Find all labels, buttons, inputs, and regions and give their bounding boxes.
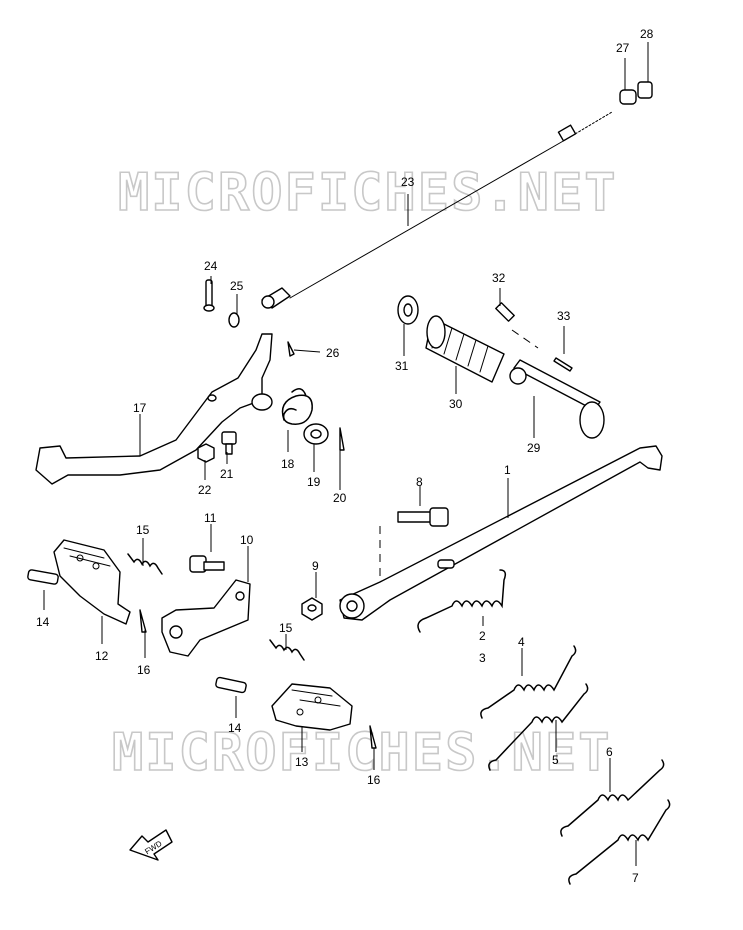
part-bolt-21 <box>221 431 237 455</box>
callout-32: 32 <box>492 271 506 285</box>
part-grip-30 <box>425 315 505 383</box>
callout-22: 22 <box>198 483 212 497</box>
part-washer-19 <box>303 423 329 445</box>
callout-4: 4 <box>518 635 525 649</box>
part-bolt-8 <box>397 507 449 527</box>
callout-15a: 15 <box>136 523 150 537</box>
callout-15b: 15 <box>279 621 293 635</box>
part-nut-9 <box>301 597 323 621</box>
callout-17: 17 <box>133 401 147 415</box>
part-spring-15a <box>127 553 163 575</box>
callout-21: 21 <box>220 467 234 481</box>
part-clip-26 <box>287 341 295 357</box>
part-spring-4 <box>480 645 577 719</box>
part-pin-33 <box>553 357 573 372</box>
callout-25: 25 <box>230 279 244 293</box>
part-footrest-13 <box>271 683 353 731</box>
callout-5: 5 <box>552 753 559 767</box>
part-cotter-20 <box>339 427 345 451</box>
part-spring-15b <box>269 639 305 661</box>
part-washer-31 <box>397 295 419 325</box>
part-footrest-12 <box>53 539 131 625</box>
callout-10: 10 <box>240 533 254 547</box>
callout-1: 1 <box>504 463 511 477</box>
callout-9: 9 <box>312 559 319 573</box>
part-cable-end <box>619 81 653 105</box>
part-bolt-11 <box>189 555 225 573</box>
callout-33: 33 <box>557 309 571 323</box>
callout-16b: 16 <box>367 773 381 787</box>
fwd-arrow-icon: FWD <box>129 829 173 861</box>
leader-lines <box>43 42 649 866</box>
callout-13: 13 <box>295 755 309 769</box>
callout-30: 30 <box>449 397 463 411</box>
watermark-top: MICROFICHES.NET <box>118 163 618 223</box>
callout-28: 28 <box>640 27 654 41</box>
callout-3: 3 <box>479 651 486 665</box>
part-pin-14a <box>27 569 59 585</box>
callout-7: 7 <box>632 871 639 885</box>
part-nut-22 <box>197 443 215 463</box>
part-side-stand <box>339 445 663 621</box>
part-spring-7 <box>568 799 671 885</box>
part-spring-18 <box>281 388 313 425</box>
callout-18: 18 <box>281 457 295 471</box>
callout-26: 26 <box>326 346 340 360</box>
callout-19: 19 <box>307 475 321 489</box>
part-pin-14b <box>215 676 247 694</box>
callout-16a: 16 <box>137 663 151 677</box>
part-spring-6 <box>560 759 665 837</box>
callout-27: 27 <box>616 41 630 55</box>
part-cotter-16a <box>139 609 147 633</box>
callout-31: 31 <box>395 359 409 373</box>
callout-11: 11 <box>204 511 217 525</box>
callout-2: 2 <box>479 629 486 643</box>
part-bolt-32 <box>495 302 515 322</box>
callout-12: 12 <box>95 649 109 663</box>
callout-14b: 14 <box>228 721 242 735</box>
callout-8: 8 <box>416 475 423 489</box>
part-footrest-bar-29 <box>509 359 605 439</box>
callout-14a: 14 <box>36 615 50 629</box>
part-washer-25 <box>228 312 240 328</box>
part-cable <box>261 111 613 309</box>
part-spring-2 <box>417 569 507 633</box>
part-pin-24 <box>203 279 215 312</box>
watermark-bottom: MICROFICHES.NET <box>112 723 612 783</box>
part-bracket-10 <box>161 579 251 657</box>
callout-20: 20 <box>333 491 347 505</box>
part-brake-pedal <box>35 333 273 485</box>
callout-6: 6 <box>606 745 613 759</box>
callout-24: 24 <box>204 259 218 273</box>
callout-29: 29 <box>527 441 541 455</box>
part-spring-5 <box>488 683 589 771</box>
callout-23: 23 <box>401 175 415 189</box>
